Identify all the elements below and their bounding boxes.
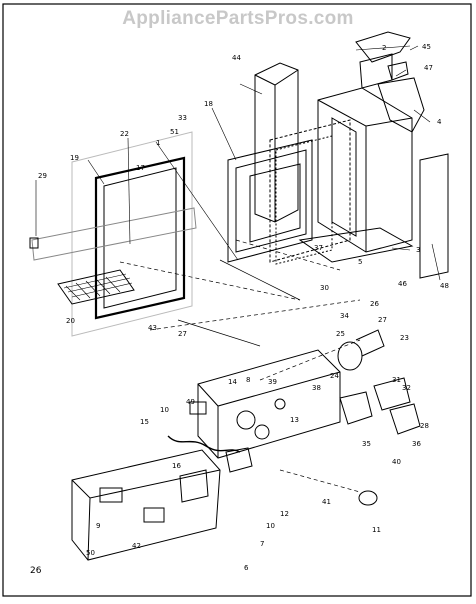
callout-13: 13 (290, 416, 299, 424)
callout-10a: 10 (160, 406, 169, 414)
part-19-panel (71, 131, 193, 337)
part-4 (377, 77, 425, 133)
callout-14: 14 (228, 378, 237, 386)
callout-47: 47 (424, 64, 433, 72)
callout-7: 7 (260, 540, 264, 548)
callout-41: 41 (322, 498, 331, 506)
callout-40: 40 (392, 458, 401, 466)
callout-16: 16 (172, 462, 181, 470)
part-11 (358, 490, 378, 506)
part-48 (419, 153, 449, 279)
callout-50: 50 (86, 549, 95, 557)
callout-42: 42 (132, 542, 141, 550)
part-46 (298, 227, 414, 263)
page-number: 26 (30, 566, 42, 576)
callout-22: 22 (120, 130, 129, 138)
callout-5: 5 (358, 258, 362, 266)
callout-33: 33 (178, 114, 187, 122)
callout-27b: 27 (378, 316, 387, 324)
part-18-frame (227, 139, 313, 263)
part-19-frame (94, 156, 186, 320)
callout-31: 31 (392, 376, 401, 384)
callout-26: 26 (370, 300, 379, 308)
callout-6: 6 (244, 564, 249, 572)
callout-51: 51 (170, 128, 179, 136)
callout-28: 28 (420, 422, 429, 430)
callout-35: 35 (362, 440, 371, 448)
callout-20: 20 (66, 317, 75, 325)
callout-15: 15 (140, 418, 149, 426)
callout-45: 45 (422, 43, 431, 51)
callout-12: 12 (280, 510, 289, 518)
callout-38: 38 (312, 384, 321, 392)
callout-3: 3 (416, 246, 420, 254)
part-44-duct (254, 62, 299, 223)
callout-25: 25 (336, 330, 345, 338)
part-14-housing (197, 349, 341, 459)
callout-32: 32 (402, 384, 411, 392)
callout-29: 29 (38, 172, 47, 180)
callout-9: 9 (96, 522, 100, 530)
callout-30: 30 (320, 284, 329, 292)
callout-17: 17 (136, 164, 145, 172)
callout-24: 24 (330, 372, 339, 380)
callout-49: 49 (186, 398, 195, 406)
callout-18: 18 (204, 100, 213, 108)
callout-11: 11 (372, 526, 381, 534)
callout-1: 1 (156, 139, 160, 147)
part-6-bracket (71, 449, 221, 561)
callout-36: 36 (412, 440, 421, 448)
callout-10b: 10 (266, 522, 275, 530)
callout-48: 48 (440, 282, 449, 290)
watermark: AppliancePartsPros.com (122, 8, 354, 29)
diagram-border (2, 3, 472, 597)
callout-19: 19 (70, 154, 79, 162)
callout-8: 8 (246, 376, 250, 384)
part-49 (189, 401, 207, 415)
callout-44: 44 (232, 54, 241, 62)
callout-4: 4 (437, 118, 442, 126)
callout-43: 43 (148, 324, 157, 332)
part-25-motor (337, 341, 363, 371)
callout-39: 39 (268, 378, 277, 386)
callout-27a: 27 (178, 330, 187, 338)
part-3-housing (317, 87, 413, 253)
callout-46: 46 (398, 280, 407, 288)
part-20-grille (57, 269, 135, 305)
callout-23: 23 (400, 334, 409, 342)
callout-34: 34 (340, 312, 349, 320)
part-47 (387, 61, 409, 81)
callout-labels: 2 45 47 4 44 18 33 51 1 22 17 19 29 20 4… (38, 43, 449, 572)
line-art (29, 31, 449, 561)
callout-2: 2 (382, 44, 386, 52)
callout-37: 37 (314, 244, 323, 252)
part-45 (355, 31, 411, 63)
